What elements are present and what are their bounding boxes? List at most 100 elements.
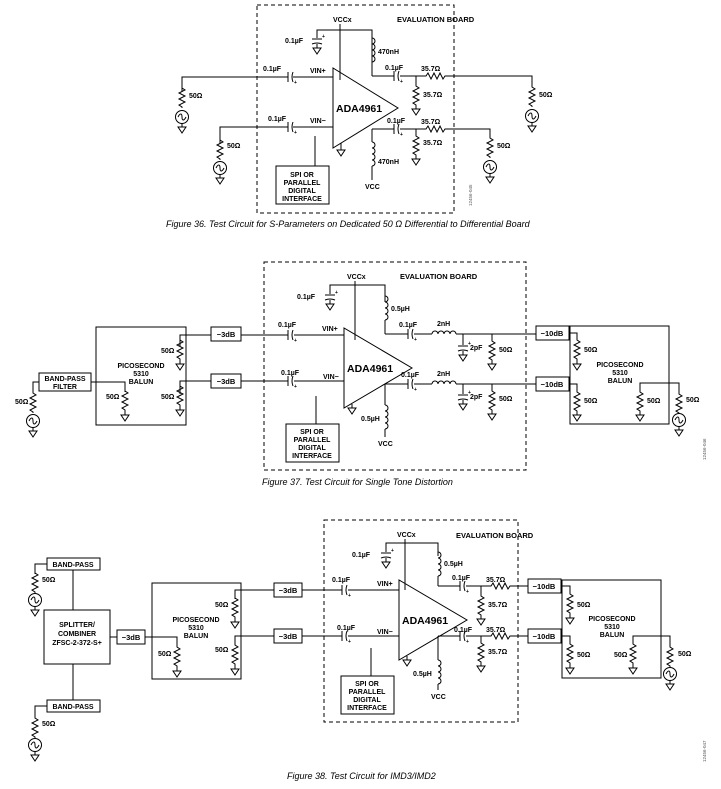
filter-line1: BAND-PASS bbox=[44, 376, 85, 383]
vccx-label: VCCx bbox=[347, 274, 366, 281]
att-in-p-label: −3dB bbox=[217, 330, 236, 339]
att-in-p-label: −3dB bbox=[279, 586, 298, 595]
ground-icon bbox=[674, 425, 684, 437]
figure-38-caption: Figure 38. Test Circuit for IMD3/IMD2 bbox=[287, 771, 436, 781]
amplifier-triangle bbox=[343, 327, 413, 409]
inductor-bottom-icon bbox=[384, 404, 389, 430]
signal-source-icon bbox=[213, 161, 227, 175]
br-r2-label: 50Ω bbox=[577, 652, 591, 659]
balun-left-box bbox=[95, 326, 187, 426]
load-res-n-icon bbox=[486, 135, 494, 159]
spi-line3: DIGITAL bbox=[353, 697, 381, 704]
output-cap-p-icon bbox=[393, 70, 404, 86]
ground-icon bbox=[325, 299, 335, 311]
bl-r2-label: 50Ω bbox=[215, 647, 229, 654]
cin-p-label: 0.1µF bbox=[332, 577, 351, 584]
shunt-res-p-icon bbox=[477, 593, 485, 617]
ground-icon bbox=[30, 750, 40, 762]
balun-right-line2: 5310 bbox=[604, 624, 620, 631]
figure-37-caption: Figure 37. Test Circuit for Single Tone … bbox=[262, 477, 453, 487]
load-res-p-icon bbox=[528, 84, 536, 108]
cin-p-label: 0.1µF bbox=[278, 322, 297, 329]
ground-icon bbox=[476, 661, 486, 673]
ind-bot-label: 0.5µH bbox=[413, 671, 432, 678]
signal-source-icon bbox=[28, 593, 42, 607]
r-sh-p-label: 35.7Ω bbox=[423, 92, 443, 99]
bp-top-label: BAND-PASS bbox=[52, 562, 93, 569]
att-out-p-label: −10dB bbox=[533, 582, 556, 591]
r-out-n-label: 35.7Ω bbox=[421, 119, 441, 126]
r-sh-p-label: 35.7Ω bbox=[488, 602, 508, 609]
series-res-p-icon bbox=[423, 72, 447, 80]
series-inductor-n-icon bbox=[431, 380, 457, 385]
inductor-bottom-icon bbox=[437, 659, 442, 685]
bypass-cap-icon bbox=[380, 547, 395, 559]
ground-icon bbox=[411, 104, 421, 116]
ground-icon bbox=[485, 172, 495, 184]
balun-left-line2: 5310 bbox=[133, 371, 149, 378]
signal-source-icon bbox=[28, 738, 42, 752]
balun-right-line3: BALUN bbox=[608, 378, 633, 385]
signal-source-icon bbox=[175, 110, 189, 124]
spi-interface-box bbox=[285, 423, 340, 463]
ground-icon bbox=[411, 154, 421, 166]
vccx-cap-wire bbox=[316, 29, 340, 38]
r-sh-n-label: 35.7Ω bbox=[488, 649, 508, 656]
input-p-wire bbox=[181, 76, 288, 92]
br-r2-label: 50Ω bbox=[584, 398, 598, 405]
vin-n-label: VIN− bbox=[310, 118, 326, 125]
source-res-icon bbox=[29, 390, 37, 414]
src-n-label: 50Ω bbox=[227, 143, 241, 150]
filter-line2: FILTER bbox=[53, 384, 77, 391]
br-r3-label: 50Ω bbox=[647, 398, 661, 405]
ground-icon bbox=[458, 399, 468, 411]
cin-p-label: 0.1µF bbox=[263, 66, 282, 73]
cout-n-label: 0.1µF bbox=[401, 372, 420, 379]
r-out-p-label: 35.7Ω bbox=[486, 577, 506, 584]
input-cap-p-icon bbox=[287, 71, 298, 87]
src-label: 50Ω bbox=[15, 399, 29, 406]
load-p-label: 50Ω bbox=[539, 92, 553, 99]
inductor-bottom-icon bbox=[371, 141, 376, 167]
spi-line4: INTERFACE bbox=[292, 453, 332, 460]
ground-icon bbox=[312, 43, 322, 55]
figure-code: 12456-045 bbox=[468, 184, 473, 206]
load-label: 50Ω bbox=[686, 397, 700, 404]
figure-36-caption: Figure 36. Test Circuit for S-Parameters… bbox=[166, 219, 531, 229]
bp-bot-label: BAND-PASS bbox=[52, 704, 93, 711]
cin-n-label: 0.1µF bbox=[337, 625, 356, 632]
input-cap-n-icon bbox=[287, 121, 298, 137]
balun-right-box bbox=[569, 325, 670, 425]
input-cap-p-icon bbox=[287, 329, 298, 345]
board-label: EVALUATION BOARD bbox=[400, 272, 478, 281]
ind-top-label: 0.5µH bbox=[391, 306, 410, 313]
ground-icon bbox=[476, 614, 486, 626]
r-out-n-label: 35.7Ω bbox=[486, 627, 506, 634]
bypass-cap-icon bbox=[311, 33, 326, 45]
shunt-res-n-icon bbox=[488, 388, 496, 412]
amplifier-label: ADA4961 bbox=[347, 363, 393, 375]
evaluation-board-border bbox=[323, 519, 519, 723]
cout-n-label: 0.1µF bbox=[387, 118, 406, 125]
vin-p-label: VIN+ bbox=[377, 581, 393, 588]
vcc-label: VCC bbox=[365, 184, 380, 191]
output-cap-n-icon bbox=[393, 123, 404, 139]
balun-left-line1: PICOSECOND bbox=[117, 363, 164, 370]
spi-line2: PARALLEL bbox=[294, 437, 332, 444]
input-cap-n-icon bbox=[287, 375, 298, 391]
ground-icon bbox=[487, 359, 497, 371]
vcc-label: VCC bbox=[378, 441, 393, 448]
att-out-p-label: −10dB bbox=[541, 329, 564, 338]
spi-line1: SPI OR bbox=[300, 429, 324, 436]
vccx-wire bbox=[339, 24, 373, 76]
vin-p-label: VIN+ bbox=[322, 326, 338, 333]
board-label: EVALUATION BOARD bbox=[456, 531, 534, 540]
att-comb-label: −3dB bbox=[122, 633, 141, 642]
amplifier-label: ADA4961 bbox=[336, 103, 382, 115]
vcc-label: VCC bbox=[431, 694, 446, 701]
spi-line2: PARALLEL bbox=[349, 689, 387, 696]
spi-line3: DIGITAL bbox=[298, 445, 326, 452]
board-label-line1: EVALUATION BOARD bbox=[397, 15, 475, 24]
figure-36: EVALUATION BOARD ADA4961 VCCx 0.1µF 470n… bbox=[166, 4, 553, 229]
c-n-label: 2pF bbox=[470, 394, 483, 401]
